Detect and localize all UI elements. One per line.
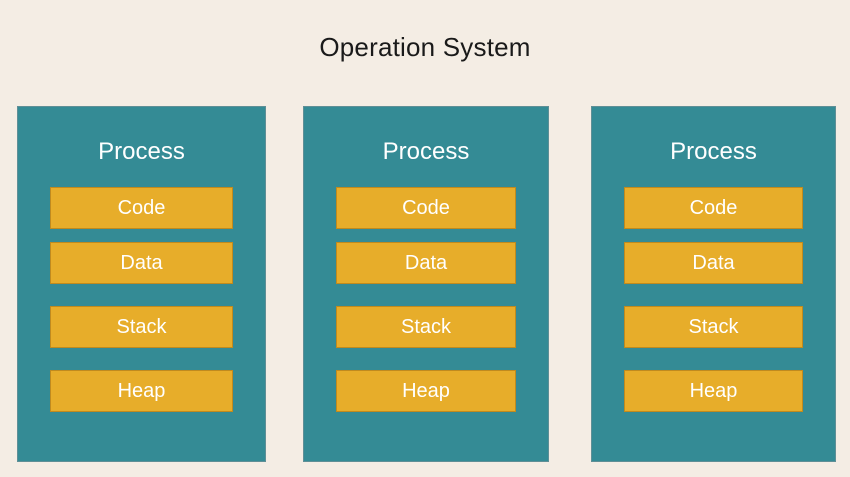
memory-segment-label: Stack — [400, 316, 452, 338]
memory-segment-label: Code — [402, 197, 450, 219]
memory-segment-label: Heap — [117, 380, 166, 402]
memory-segment-data[interactable]: Data — [336, 242, 516, 284]
process-heading: Process — [382, 138, 470, 165]
process-heading: Process — [670, 138, 757, 165]
memory-segment-label: Stack — [116, 316, 167, 338]
memory-segment-stack[interactable]: Stack — [624, 306, 803, 348]
memory-segment-heap[interactable]: Heap — [336, 370, 516, 412]
memory-segment-label: Code — [689, 197, 738, 219]
memory-segment-list: Code Data Stack Heap — [304, 187, 548, 433]
memory-segment-stack[interactable]: Stack — [50, 306, 233, 348]
memory-segment-data[interactable]: Data — [50, 242, 233, 284]
memory-segment-data[interactable]: Data — [624, 242, 803, 284]
memory-segment-list: Code Data Stack Heap — [592, 187, 835, 433]
process-heading: Process — [98, 138, 185, 165]
memory-segment-code[interactable]: Code — [50, 187, 233, 229]
process-block[interactable]: Process Code Data Stack Heap — [591, 106, 836, 462]
memory-segment-label: Data — [120, 252, 163, 274]
memory-segment-label: Heap — [689, 380, 738, 402]
memory-segment-stack[interactable]: Stack — [336, 306, 516, 348]
memory-segment-label: Stack — [688, 316, 739, 338]
memory-segment-list: Code Data Stack Heap — [18, 187, 265, 433]
process-block[interactable]: Process Code Data Stack Heap — [17, 106, 266, 462]
memory-segment-label: Data — [404, 252, 448, 274]
memory-segment-code[interactable]: Code — [624, 187, 803, 229]
memory-segment-code[interactable]: Code — [336, 187, 516, 229]
memory-segment-label: Code — [117, 197, 166, 219]
memory-segment-label: Heap — [402, 380, 450, 402]
page-title: Operation System — [319, 32, 531, 62]
process-block[interactable]: Process Code Data Stack Heap — [303, 106, 549, 462]
memory-segment-heap[interactable]: Heap — [624, 370, 803, 412]
memory-segment-label: Data — [692, 252, 735, 274]
memory-segment-heap[interactable]: Heap — [50, 370, 233, 412]
